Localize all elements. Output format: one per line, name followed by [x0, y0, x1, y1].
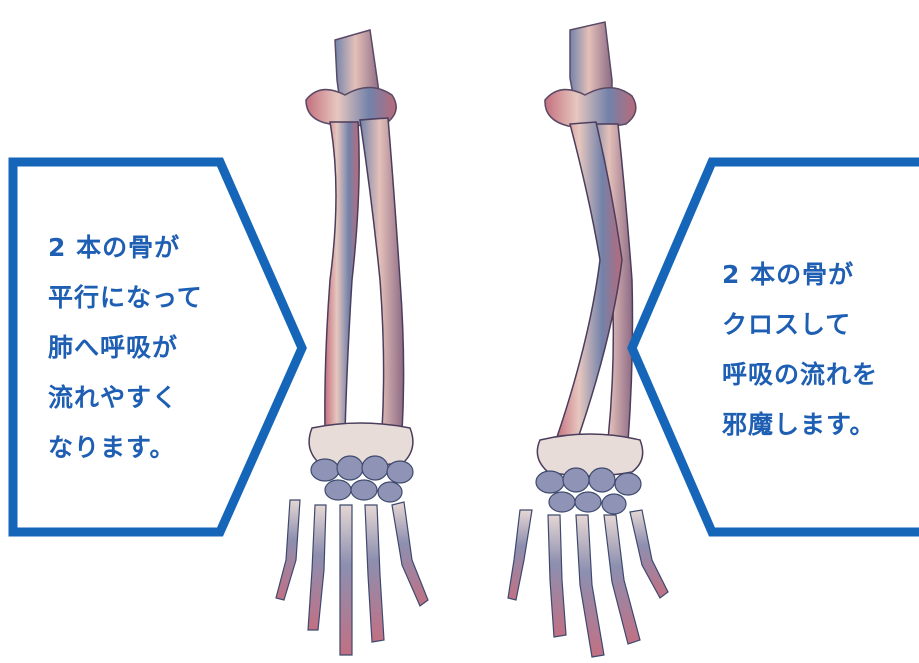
right-callout-text: 2 本の骨が クロスして 呼吸の流れを 邪魔します。 [722, 250, 878, 450]
left-callout-line-3: 肺へ呼吸が [48, 323, 203, 373]
right-wrist [537, 434, 642, 476]
right-forearm-illustration [508, 22, 668, 657]
left-callout-text: 2 本の骨が 平行になって 肺へ呼吸が 流れやすく なります。 [48, 223, 203, 473]
right-elbow-joint [545, 88, 636, 128]
right-callout-line-3: 呼吸の流れを [722, 350, 878, 400]
right-callout-line-2: クロスして [722, 300, 878, 350]
left-callout-line-4: 流れやすく [48, 373, 203, 423]
left-ulna [325, 122, 359, 432]
left-callout-line-2: 平行になって [48, 273, 203, 323]
right-callout-line-4: 邪魔します。 [722, 400, 878, 450]
left-fingers [276, 500, 428, 655]
right-callout-line-1: 2 本の骨が [722, 250, 878, 300]
right-fingers [508, 510, 668, 657]
left-callout-line-1: 2 本の骨が [48, 223, 203, 273]
left-radius [360, 118, 404, 432]
left-callout-line-5: なります。 [48, 423, 203, 473]
left-carpals [311, 456, 413, 502]
